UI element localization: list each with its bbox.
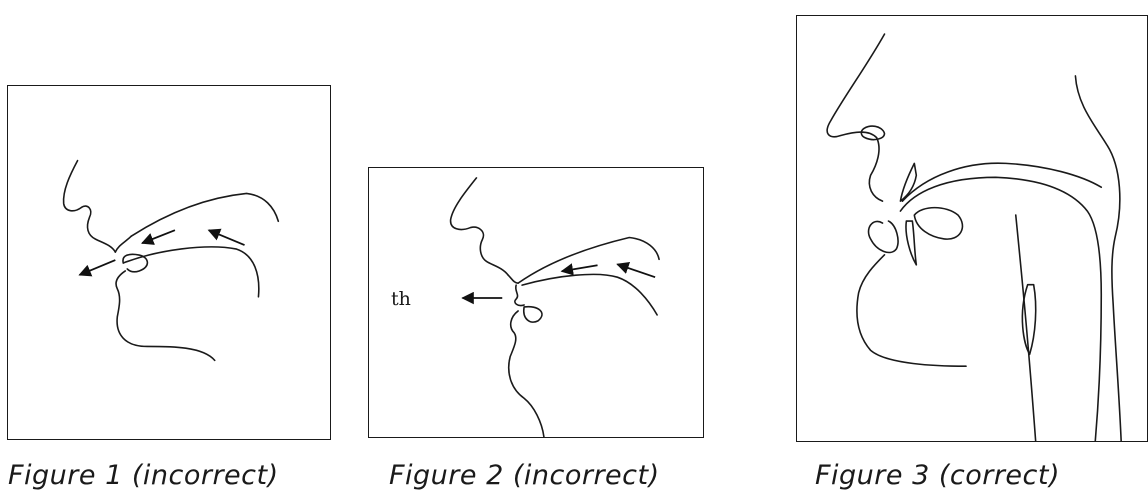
airflow-arrow bbox=[560, 263, 598, 276]
epiglottis bbox=[1021, 283, 1037, 356]
airflow-arrow bbox=[78, 259, 116, 277]
throat-line bbox=[1014, 214, 1037, 442]
airflow-arrow bbox=[141, 229, 176, 245]
figure-3-panel bbox=[796, 15, 1148, 442]
chin-profile bbox=[856, 254, 967, 368]
face-profile bbox=[449, 177, 510, 276]
figure-2-mouth-diagram bbox=[449, 177, 660, 438]
lower-lip bbox=[522, 305, 543, 323]
face-profile bbox=[62, 159, 117, 253]
sound-label: th bbox=[391, 288, 411, 310]
tongue-tip bbox=[122, 253, 149, 273]
figure-1-panel bbox=[7, 85, 331, 440]
face-profile bbox=[826, 33, 886, 139]
tongue-line bbox=[521, 273, 658, 316]
figure-3-caption: Figure 3 (correct) bbox=[815, 460, 1061, 491]
figure-1-caption: Figure 1 (incorrect) bbox=[8, 460, 279, 491]
airflow-arrow bbox=[616, 262, 656, 279]
airflow-arrow bbox=[207, 228, 245, 246]
figure-2-caption: Figure 2 (incorrect) bbox=[389, 460, 660, 491]
upper-lip bbox=[114, 235, 133, 253]
chin-profile bbox=[507, 310, 545, 438]
palate-line bbox=[130, 192, 280, 237]
pharynx-line bbox=[1074, 75, 1122, 442]
palate-line bbox=[517, 236, 660, 284]
tongue-tip bbox=[913, 206, 964, 240]
tongue-line bbox=[899, 176, 1103, 442]
chin-profile bbox=[115, 270, 216, 362]
tongue-tip bbox=[514, 284, 525, 307]
lower-teeth bbox=[905, 220, 918, 266]
figure-1-mouth-diagram bbox=[62, 159, 280, 362]
tongue-line bbox=[122, 246, 260, 298]
upper-teeth bbox=[899, 162, 918, 202]
upper-lip bbox=[868, 136, 884, 202]
palate-line bbox=[901, 162, 1103, 202]
upper-lip bbox=[507, 274, 519, 284]
lower-lip bbox=[867, 220, 899, 254]
figure-3-mouth-diagram bbox=[826, 33, 1122, 442]
figure-2-panel: th bbox=[368, 167, 704, 438]
